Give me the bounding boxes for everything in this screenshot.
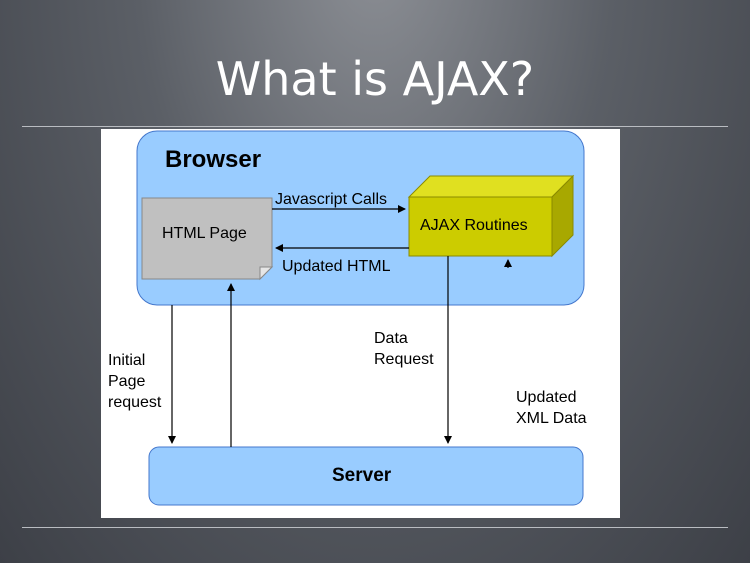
html-page-fold <box>259 266 274 281</box>
initial-request-line: Initial <box>108 352 146 369</box>
diagram-shapes <box>136 130 585 506</box>
slide-title: What is AJAX? <box>215 52 535 106</box>
initial-request-line: request <box>108 394 162 411</box>
ajax-diagram: Browser HTML Page AJAX Routines Javascri… <box>101 129 620 518</box>
data-request-label: Data Request <box>374 328 434 370</box>
ajax-box-top <box>407 175 575 198</box>
initial-request-line: Page <box>108 373 146 390</box>
html-page-label: HTML Page <box>162 225 247 242</box>
server-label: Server <box>332 465 392 486</box>
updated-xml-line: Updated <box>516 389 577 406</box>
updated-xml-line: XML Data <box>516 410 587 427</box>
footer-divider <box>22 527 728 528</box>
javascript-calls-label: Javascript Calls <box>275 191 388 208</box>
ajax-routines-label: AJAX Routines <box>420 217 528 234</box>
data-request-line: Request <box>374 351 434 368</box>
ajax-box-front <box>408 196 553 257</box>
title-divider <box>22 126 728 127</box>
updated-html-label: Updated HTML <box>282 258 391 275</box>
initial-request-label: Initial Page request <box>108 350 161 413</box>
data-request-line: Data <box>374 330 408 347</box>
updated-xml-label: Updated XML Data <box>516 387 587 429</box>
browser-label: Browser <box>165 146 262 173</box>
server-region <box>148 446 584 506</box>
